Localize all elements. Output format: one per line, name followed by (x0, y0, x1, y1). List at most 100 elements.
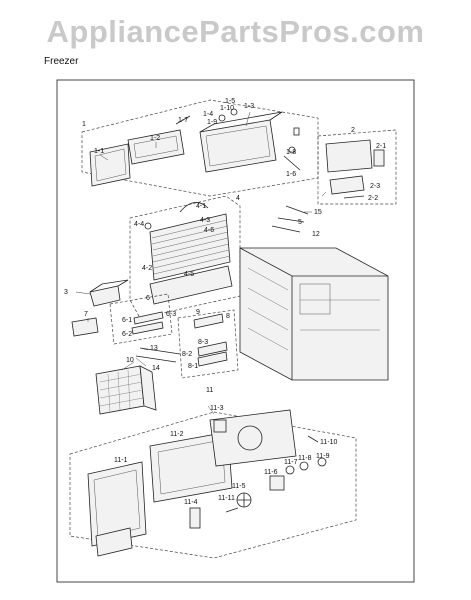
part-1-6 (283, 155, 301, 171)
callout-11: 11 (206, 387, 213, 394)
callout-11-7: 11-7 (284, 459, 298, 466)
callout-11-11: 11-11 (218, 495, 235, 502)
part-15 (285, 205, 309, 215)
fan-opening (237, 425, 263, 451)
callout-4-3: 4-3 (200, 217, 210, 224)
callout-1: 1 (82, 121, 86, 128)
callout-2-2: 2-2 (368, 195, 378, 202)
callout-2-3: 2-3 (370, 183, 380, 190)
callout-8-1: 8-1 (188, 363, 198, 370)
group-2-outline (317, 129, 397, 205)
callout-1-2: 1-2 (150, 135, 160, 142)
part-2-1 (373, 149, 385, 167)
diagram-border (56, 79, 415, 583)
callout-1-1: 1-1 (94, 148, 104, 155)
callout-1-8: 1-8 (286, 149, 296, 156)
callout-11-2: 11-2 (170, 431, 184, 438)
group-6-outline (109, 293, 173, 345)
callout-1-6: 1-6 (286, 171, 296, 178)
part-2-2 (343, 195, 365, 199)
callout-4: 4 (236, 195, 240, 202)
part-8-1 (197, 351, 228, 367)
callout-11-1: 11-1 (114, 457, 128, 464)
group-11-outline (69, 411, 357, 559)
callout-15: 15 (314, 209, 322, 216)
part-1-3 (199, 119, 277, 173)
group-8-outline (177, 309, 239, 379)
part-8-3 (197, 341, 228, 357)
callout-3: 3 (64, 289, 68, 296)
callout-11-8: 11-8 (298, 455, 312, 462)
part-4-4 (144, 222, 152, 230)
part-1-8 (288, 146, 296, 154)
callout-11-4: 11-4 (184, 499, 198, 506)
part-5 (277, 217, 305, 223)
callout-7: 7 (84, 311, 88, 318)
part-4-1 (179, 202, 209, 213)
part-11-11 (225, 507, 239, 513)
part-11-6 (269, 475, 285, 491)
part-6-3 (133, 311, 164, 325)
callout-4-6: 4-6 (204, 227, 214, 234)
callout-10: 10 (126, 357, 134, 364)
leader-lines (75, 111, 327, 415)
callout-13: 13 (150, 345, 158, 352)
cabinet-shelves (247, 267, 380, 351)
part-1-10 (230, 108, 238, 116)
part-1-7 (175, 115, 191, 125)
callout-6-2: 6-2 (122, 331, 132, 338)
part-2 (325, 139, 373, 173)
part-4-5 (149, 265, 233, 305)
callout-11-5: 11-5 (232, 483, 246, 490)
callout-11-6: 11-6 (264, 469, 278, 476)
callout-11-10: 11-10 (320, 439, 337, 446)
callout-1-9: 1-9 (207, 119, 217, 126)
basket-mesh (99, 369, 144, 413)
part-11-1 (87, 461, 147, 547)
part-6-2 (131, 321, 164, 335)
callout-1-3: 1-3 (244, 103, 254, 110)
callout-8: 8 (226, 313, 230, 320)
callout-2: 2 (351, 127, 355, 134)
callout-8-3: 8-3 (198, 339, 208, 346)
part-9 (193, 313, 224, 329)
callout-4-1: 4-1 (196, 203, 206, 210)
part-11-10 (307, 435, 319, 443)
part-13 (139, 347, 181, 355)
callout-12: 12 (312, 231, 320, 238)
callout-4-4: 4-4 (134, 221, 144, 228)
callout-4-2: 4-2 (142, 265, 152, 272)
callout-2-1: 2-1 (376, 143, 386, 150)
callout-1-7: 1-7 (178, 117, 188, 124)
part-11-9 (317, 457, 327, 467)
callout-8-2: 8-2 (182, 351, 192, 358)
evaporator-fins (151, 219, 231, 275)
part-3 (89, 285, 121, 307)
callout-14: 14 (152, 365, 160, 372)
watermark: AppliancePartsPros.com (46, 14, 425, 49)
callout-6-3: 6-3 (166, 311, 176, 318)
callout-1-4-top: 1-4 (203, 111, 213, 118)
part-11-7 (285, 465, 295, 475)
part-12 (271, 225, 301, 233)
part-7 (71, 317, 99, 337)
part-11-8 (299, 461, 309, 471)
callout-1-5-top: 1-5 (225, 98, 235, 105)
callout-4-5: 4-5 (184, 271, 194, 278)
callout-1-10: 1-10 (220, 105, 234, 112)
callout-11-9: 11-9 (316, 453, 330, 460)
callout-5: 5 (298, 219, 302, 226)
part-14 (135, 355, 177, 363)
cabinet-vent (299, 283, 331, 315)
part-11-3 (209, 409, 297, 467)
callout-6-1: 6-1 (122, 317, 132, 324)
part-11-4 (189, 507, 201, 529)
part-1-4 (293, 127, 300, 136)
section-title: Freezer (44, 56, 79, 67)
callout-11-3: 11-3 (210, 405, 224, 412)
callout-9: 9 (196, 309, 200, 316)
part-2-3 (329, 175, 365, 195)
part-1-9 (218, 114, 226, 122)
callout-6: 6 (146, 295, 150, 302)
